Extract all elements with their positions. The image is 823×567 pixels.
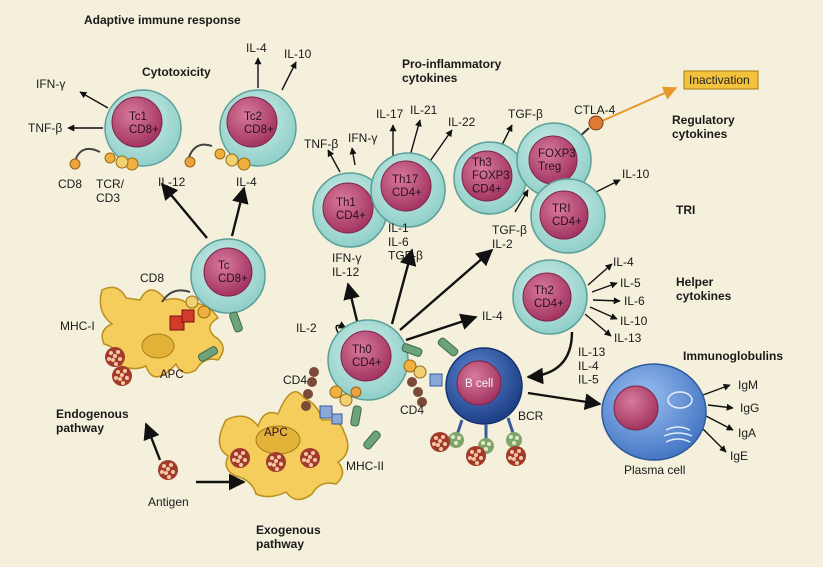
label-helper-il10: IL-10 xyxy=(620,314,648,328)
label-il10-tc2: IL-10 xyxy=(284,47,312,61)
label-cd4-th0: CD4 xyxy=(400,403,424,417)
foxp3-treg-cell xyxy=(516,122,592,198)
tc1-cell xyxy=(104,89,182,167)
label-il17: IL-17 xyxy=(376,107,404,121)
label-cd4-apc: CD4 xyxy=(283,373,307,387)
th1-cell xyxy=(312,172,388,248)
b-cell xyxy=(445,347,523,425)
label-il21: IL-21 xyxy=(410,103,438,117)
tc-cell xyxy=(190,238,266,314)
cytokine-labels: IFN-γ TNF-β CD8 TCR/CD3 IL-4 IL-10 IL-12… xyxy=(28,41,759,509)
receptor-details xyxy=(69,143,516,450)
label-helper-il4: IL-4 xyxy=(613,255,634,269)
label-igm: IgM xyxy=(738,378,758,392)
label-bcr: BCR xyxy=(518,409,544,423)
label-cd8-tc1: CD8 xyxy=(58,177,82,191)
label-ctla4: CTLA-4 xyxy=(574,103,616,117)
label-il2: IL-2 xyxy=(296,321,317,335)
label-cd8-apc: CD8 xyxy=(140,271,164,285)
apc-bottom xyxy=(218,391,349,501)
label-mhc2: MHC-II xyxy=(346,459,384,473)
label-tnf-beta-tc1: TNF-β xyxy=(28,121,62,135)
label-il12: IL-12 xyxy=(158,175,186,189)
th17-cell xyxy=(370,152,446,228)
label-il22: IL-22 xyxy=(448,115,476,129)
heading-cytotoxicity: Cytotoxicity xyxy=(142,65,211,79)
heading-immunoglobulins: Immunoglobulins xyxy=(683,349,783,363)
tri-cell xyxy=(530,178,606,254)
label-iga: IgA xyxy=(738,426,756,440)
ctla4-receptor xyxy=(588,115,604,131)
plasma-cell-label: Plasma cell xyxy=(624,463,685,477)
plasma-cell xyxy=(601,363,707,461)
label-helper-il13: IL-13 xyxy=(614,331,642,345)
label-ige: IgE xyxy=(730,449,748,463)
label-antigen: Antigen xyxy=(148,495,189,509)
label-mhc1: MHC-I xyxy=(60,319,95,333)
label-ifn-gamma-tc1: IFN-γ xyxy=(36,77,65,91)
label-il10-tri: IL-10 xyxy=(622,167,650,181)
antigen-virus xyxy=(158,460,178,480)
b-cell-label: B cell xyxy=(465,378,493,390)
label-tgf-beta-th3: TGF-β xyxy=(508,107,543,121)
label-helper-il6: IL-6 xyxy=(624,294,645,308)
apc-top-label: APC xyxy=(160,369,184,381)
label-il4-tc: IL-4 xyxy=(236,175,257,189)
inactivation-box xyxy=(683,70,759,90)
label-helper-il5: IL-5 xyxy=(620,276,641,290)
main-arrows xyxy=(143,182,602,491)
label-tnf-beta-th1: TNF-β xyxy=(304,137,338,151)
inactivation-label: Inactivation xyxy=(689,73,750,87)
apc-bottom-label: APC xyxy=(264,427,288,439)
label-ifn-gamma-th1: IFN-γ xyxy=(348,131,377,145)
th3-cell xyxy=(453,141,527,215)
label-il4-th0: IL-4 xyxy=(482,309,503,323)
th2-cell xyxy=(512,259,588,335)
heading-tri: TRI xyxy=(676,203,695,217)
heading-adaptive: Adaptive immune response xyxy=(84,13,241,27)
label-tcr-cd3: TCR/CD3 xyxy=(96,177,125,205)
label-igg: IgG xyxy=(740,401,759,415)
tc2-cell xyxy=(219,89,297,167)
th0-cell xyxy=(327,319,409,401)
label-il4-tc2: IL-4 xyxy=(246,41,267,55)
